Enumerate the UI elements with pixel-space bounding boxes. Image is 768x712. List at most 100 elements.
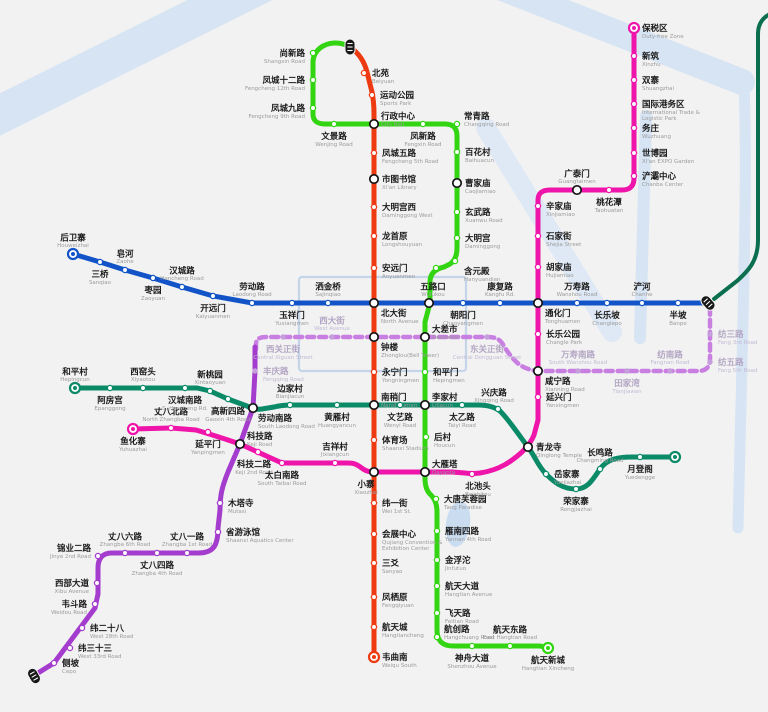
station-marker [396, 401, 404, 409]
line6-construction-path [253, 307, 713, 374]
xian-south-railway-station-icon [27, 667, 41, 685]
station-marker [153, 549, 161, 557]
station-name-en: Wulukou [421, 292, 445, 298]
station-name-cn: 鱼化寨 [120, 436, 146, 447]
interchange-marker [368, 331, 380, 343]
station-name-cn: 广泰门 [564, 169, 590, 180]
station-name-cn: 吉祥村 [322, 442, 348, 453]
station-name-en: Xintaoyuan [194, 380, 226, 386]
station-marker [370, 368, 378, 376]
station-name-en: Dachaishi [432, 335, 459, 341]
station-name-cn: 务庄 [642, 123, 660, 134]
station-marker [94, 552, 102, 560]
station-name-en: Yanpingmen [190, 450, 225, 456]
station-name-cn: 长乐公园 [546, 329, 580, 340]
station-name-cn: 洒金桥 [315, 282, 341, 293]
station-name-cn: 东关正街 [470, 344, 505, 355]
station-marker [224, 395, 232, 403]
station-marker [370, 623, 378, 631]
station-name-cn: 石家街 [545, 231, 572, 242]
station-marker [494, 405, 502, 413]
station-name-en: Fengxin Road [404, 142, 441, 148]
station-name-cn: 省游泳馆 [225, 527, 261, 538]
station-marker [542, 470, 550, 478]
station-name-cn: 胡家庙 [546, 262, 572, 273]
station-marker [370, 232, 378, 240]
station-name-en: Bianjiacun [276, 394, 305, 400]
station-name-cn: 凤城五路 [382, 148, 417, 159]
station-name-cn: 体育场 [382, 435, 408, 446]
terminal-marker-dot [372, 655, 376, 659]
station-marker [433, 527, 441, 535]
station-marker [178, 283, 186, 291]
station-name-cn: 半坡 [669, 310, 687, 321]
station-name-cn: 太乙路 [448, 412, 475, 423]
station-marker [216, 499, 224, 507]
station-marker [204, 428, 212, 436]
interchange-marker [368, 173, 380, 185]
station-marker [370, 530, 378, 538]
station-name-en: Hancheng Road [160, 276, 203, 282]
station-name-en: City Hall [381, 122, 405, 128]
station-name-en: Tonghuamen [544, 319, 581, 325]
station-marker [278, 459, 286, 467]
station-name-cn: 三桥 [91, 269, 109, 280]
not-open-marker [707, 359, 713, 365]
station-name-en: Gaoxin 4th Road [205, 417, 251, 423]
station-name-en: Sanyao [382, 569, 403, 575]
station-name-en: Yuejiazhai [553, 480, 582, 486]
station-name-en: West 28th Road [90, 634, 133, 640]
station-name-en: Hepingcun [60, 377, 90, 383]
station-marker [368, 91, 376, 99]
station-name-en2: Logistic Park [642, 116, 677, 122]
stations-layer: 后卫寨Houweizhai三桥Sanqiao皂河Zaohe枣园Zaoyuan汉城… [49, 21, 757, 675]
station-name-cn: 纺五路 [718, 357, 744, 368]
station-name-cn: 丈八六路 [108, 532, 143, 543]
line6-path [35, 344, 258, 676]
station-marker [121, 266, 129, 274]
station-name-en: Yannan 4th Road [444, 537, 491, 543]
city-wall-outline [297, 275, 468, 373]
station-name-cn: 航天城 [382, 622, 408, 633]
station-name-cn: 汉城路 [169, 266, 195, 277]
station-name-en: Shuangzhai [642, 86, 675, 92]
station-name-cn: 黄雁村 [324, 412, 350, 423]
station-marker [139, 384, 147, 392]
interchange-marker [451, 177, 463, 189]
station-marker [453, 208, 461, 216]
station-name-en: Shenzhou Avenue [447, 664, 497, 670]
station-name-cn: 航创路 [444, 624, 470, 635]
not-open-marker [707, 331, 713, 337]
station-name-cn: 高新四路 [211, 406, 246, 417]
station-name-en: Yanxingmen [545, 403, 580, 409]
terminal-marker-dot [73, 386, 77, 390]
station-name-en: Xingqing Road [474, 398, 514, 404]
station-name-cn: 北苑 [372, 68, 390, 79]
